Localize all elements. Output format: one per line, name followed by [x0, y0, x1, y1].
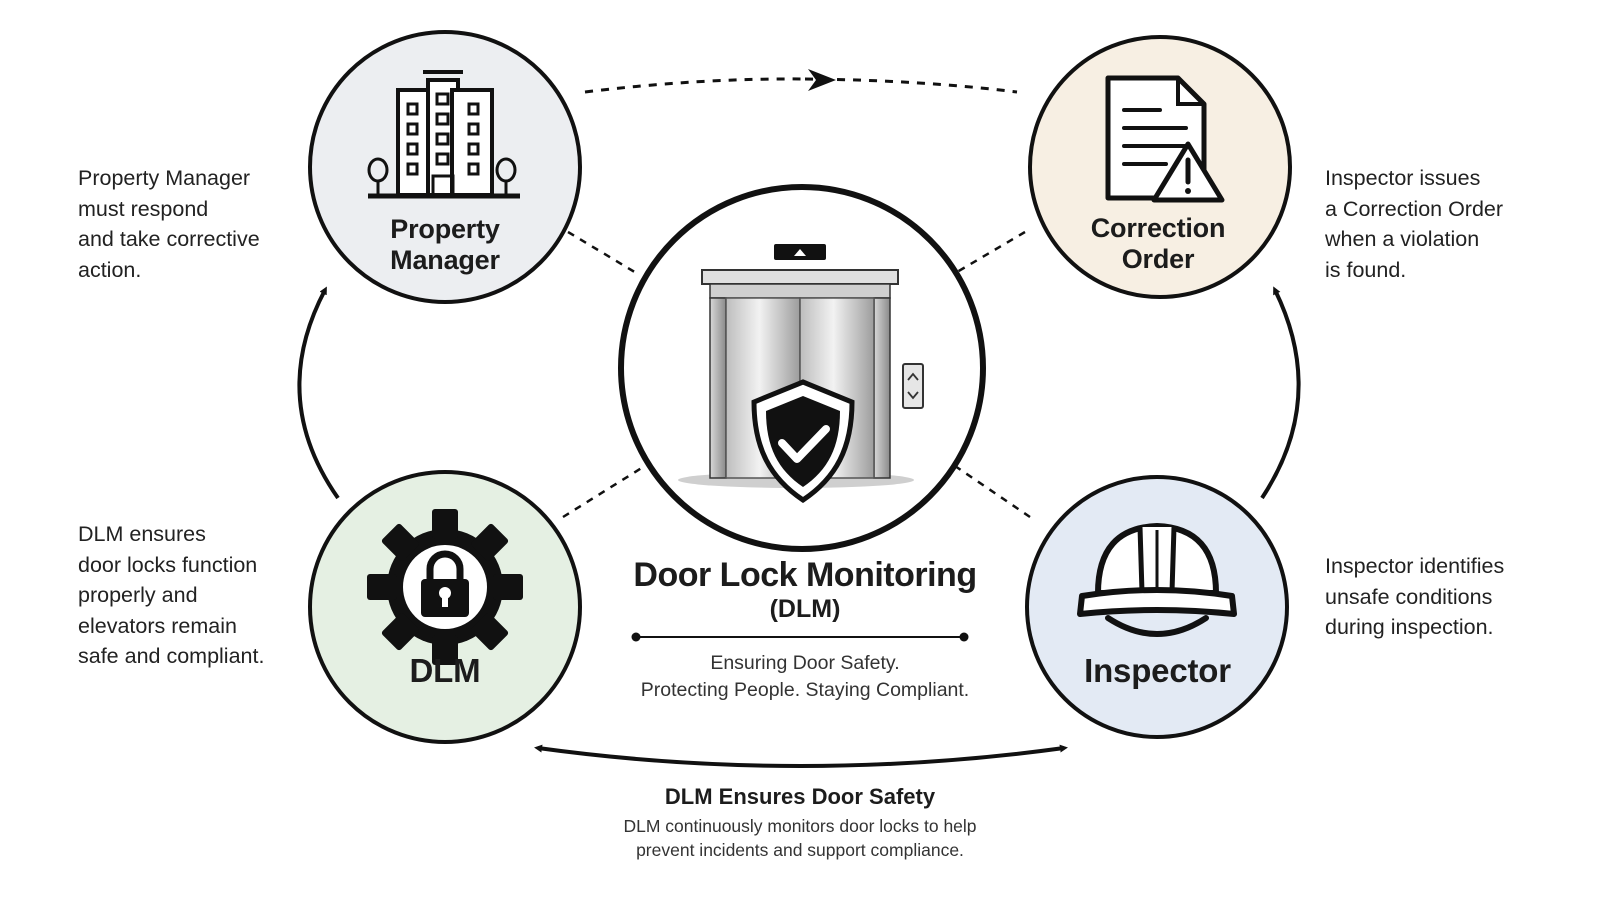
correction-order-title-line2: Order — [1121, 244, 1195, 274]
bottom-text-line2: prevent incidents and support compliance… — [636, 840, 964, 860]
hard-hat-icon — [1077, 523, 1237, 637]
center-tagline: Ensuring Door Safety. Protecting People.… — [590, 650, 1020, 704]
building-icon — [367, 70, 520, 199]
center-divider — [631, 632, 969, 642]
correction-order-title: Correction Order — [1058, 213, 1258, 275]
elevator-shield-icon — [678, 244, 924, 504]
dlm-title: DLM — [409, 652, 481, 689]
right-arc-arrow — [1260, 286, 1301, 500]
inspector-description: Inspector identifies unsafe conditions d… — [1325, 554, 1505, 639]
document-warning-icon — [1105, 75, 1225, 203]
correction-order-title-line1: Correction — [1090, 213, 1226, 243]
property-manager-title-line2: Manager — [390, 245, 500, 275]
tagline-line2: Protecting People. Staying Compliant. — [640, 679, 970, 701]
connector-correction-order — [956, 230, 1026, 274]
top-dashed-arrow — [584, 69, 1018, 94]
inspector-title: Inspector — [1084, 652, 1231, 689]
property-manager-title: Property Manager — [345, 214, 545, 276]
center-title: Door Lock Monitoring — [633, 556, 977, 594]
bottom-double-arrow — [534, 744, 1068, 768]
property-manager-description: Property Manager must respond and take c… — [78, 166, 260, 282]
left-arc-arrow — [297, 286, 340, 500]
gear-lock-icon — [367, 509, 523, 665]
correction-order-description: Inspector issues a Correction Order when… — [1325, 166, 1504, 282]
connector-property-manager — [567, 230, 639, 276]
property-manager-title-line1: Property — [390, 214, 500, 244]
dashed-connectors — [562, 230, 1031, 519]
dlm-description: DLM ensures door locks function properly… — [78, 522, 265, 668]
connector-dlm — [562, 462, 649, 519]
bottom-title: DLM Ensures Door Safety — [664, 784, 936, 809]
bottom-text: DLM continuously monitors door locks to … — [540, 814, 1060, 862]
center-subtitle: (DLM) — [769, 595, 841, 623]
connector-inspector — [954, 464, 1031, 519]
bottom-text-line1: DLM continuously monitors door locks to … — [623, 816, 977, 836]
tagline-line1: Ensuring Door Safety. — [710, 652, 900, 674]
